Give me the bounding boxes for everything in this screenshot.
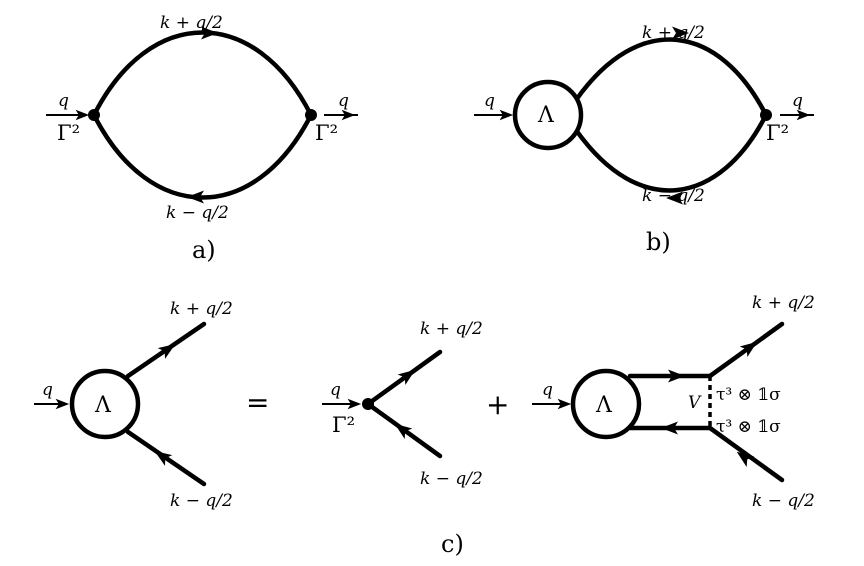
outgoing-leg-upper <box>707 321 785 379</box>
lower-propagator <box>91 112 314 200</box>
label-q-out: q <box>338 91 349 111</box>
label-k-plus: k + q/2 <box>160 13 223 33</box>
label-gamma-right: Γ² <box>315 121 338 145</box>
label-k-minus: k − q/2 <box>170 491 233 511</box>
label-q-out: q <box>792 91 803 111</box>
label-k-plus: k + q/2 <box>752 293 815 313</box>
label-k-minus: k − q/2 <box>420 469 483 489</box>
vertex-dot <box>760 109 772 121</box>
vertex-dot <box>305 109 317 121</box>
lambda-vertex-circle <box>69 368 141 440</box>
outgoing-leg-lower <box>707 425 785 483</box>
label-q-in: q <box>330 380 341 400</box>
label-k-plus: k + q/2 <box>170 299 233 319</box>
plus-sign: + <box>486 388 509 421</box>
caption-c: c) <box>441 530 464 558</box>
outgoing-leg-lower <box>125 429 207 487</box>
panel-a-diagram: q q k + q/2 k − q/2 Γ² Γ² a) <box>46 13 358 264</box>
vertex-dot <box>362 398 374 410</box>
upper-propagator <box>573 37 769 118</box>
label-gamma: Γ² <box>332 413 355 437</box>
ladder-term: q V Λ τ³ ⊗ 𝟙σ τ³ ⊗ 𝟙σ k + q/2 k − q/2 <box>532 293 815 511</box>
label-lambda: Λ <box>595 393 613 418</box>
lambda-vertex-circle <box>570 368 642 440</box>
label-gamma: Γ² <box>766 121 789 145</box>
label-q-in: q <box>42 380 53 400</box>
label-k-plus: k + q/2 <box>420 319 483 339</box>
label-k-plus: k + q/2 <box>642 23 705 43</box>
label-lambda: Λ <box>537 103 555 128</box>
label-matrix-lower: τ³ ⊗ 𝟙σ <box>716 417 781 437</box>
label-matrix-upper: τ³ ⊗ 𝟙σ <box>716 385 781 405</box>
lower-propagator <box>573 112 769 193</box>
label-k-minus: k − q/2 <box>642 186 705 206</box>
caption-a: a) <box>192 236 216 264</box>
label-q-in: q <box>58 91 69 111</box>
upper-propagator <box>91 30 314 118</box>
label-q-in: q <box>484 91 495 111</box>
caption-b: b) <box>646 228 671 256</box>
label-interaction: V <box>688 393 702 413</box>
panel-c-diagram: q Λ k + q/2 k − q/2 = q Γ² k + q/2 k − q… <box>34 293 815 558</box>
bare-vertex: q Γ² k + q/2 k − q/2 <box>322 319 483 489</box>
lambda-vertex-circle <box>512 79 584 151</box>
lhs-dressed-vertex: q Λ k + q/2 k − q/2 <box>34 299 233 511</box>
label-k-minus: k − q/2 <box>166 203 229 223</box>
equals-sign: = <box>246 386 269 419</box>
label-gamma-left: Γ² <box>57 121 80 145</box>
label-q-in: q <box>542 380 553 400</box>
label-k-minus: k − q/2 <box>752 491 815 511</box>
outgoing-leg-upper <box>365 349 443 407</box>
label-lambda: Λ <box>94 393 112 418</box>
panel-b-diagram: Λ q q k + q/2 k − q/2 Γ² b) <box>474 23 814 256</box>
vertex-dot <box>88 109 100 121</box>
